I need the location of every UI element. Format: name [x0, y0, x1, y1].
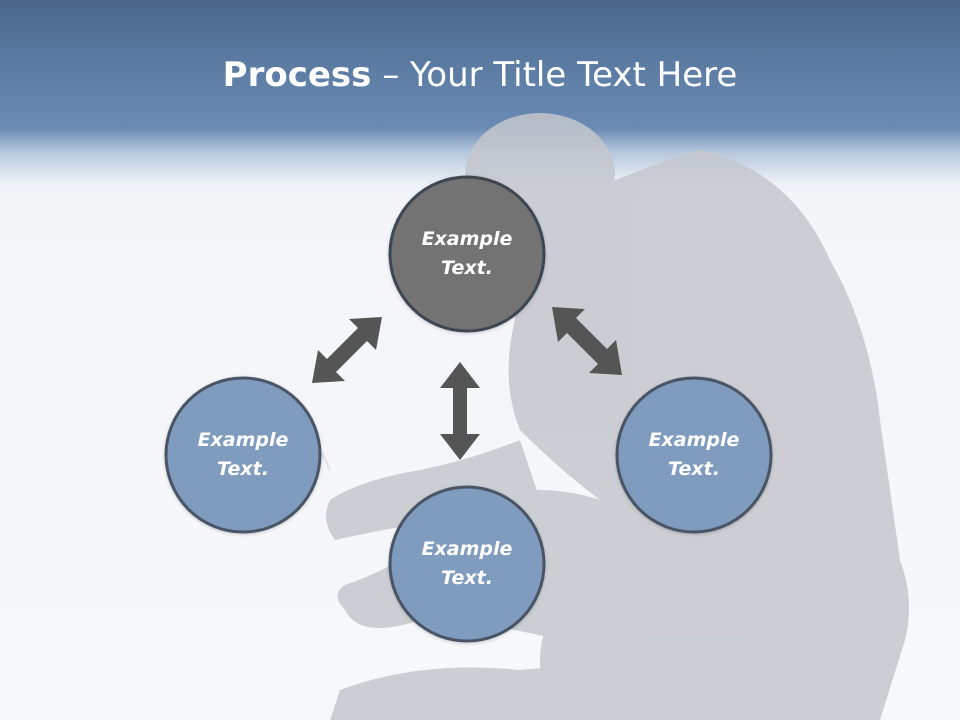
node-bottom-label: Example Text.	[392, 535, 542, 593]
node-left-line2: Text.	[217, 458, 269, 480]
arrow-top-right	[552, 307, 622, 375]
node-left-circle	[164, 376, 322, 534]
node-left-line1: Example	[197, 429, 289, 451]
node-bottom-line2: Text.	[441, 567, 493, 589]
node-top-label: Example Text.	[392, 225, 542, 283]
node-right-line1: Example	[648, 429, 740, 451]
node-top-line2: Text.	[441, 257, 493, 279]
arrow-top-left	[312, 317, 382, 383]
node-right-circle	[615, 376, 773, 534]
title-dash: –	[371, 55, 411, 95]
title-rest: Your Title Text Here	[410, 55, 738, 95]
node-bottom-line1: Example	[421, 538, 513, 560]
node-top-circle	[388, 175, 546, 333]
node-top-line1: Example	[421, 228, 513, 250]
node-right-line2: Text.	[668, 458, 720, 480]
slide-title: Process – Your Title Text Here	[0, 52, 960, 98]
node-left-label: Example Text.	[168, 426, 318, 484]
title-bold: Process	[222, 55, 372, 95]
node-bottom-circle	[388, 485, 546, 643]
node-right-label: Example Text.	[619, 426, 769, 484]
arrow-vertical	[440, 362, 480, 460]
